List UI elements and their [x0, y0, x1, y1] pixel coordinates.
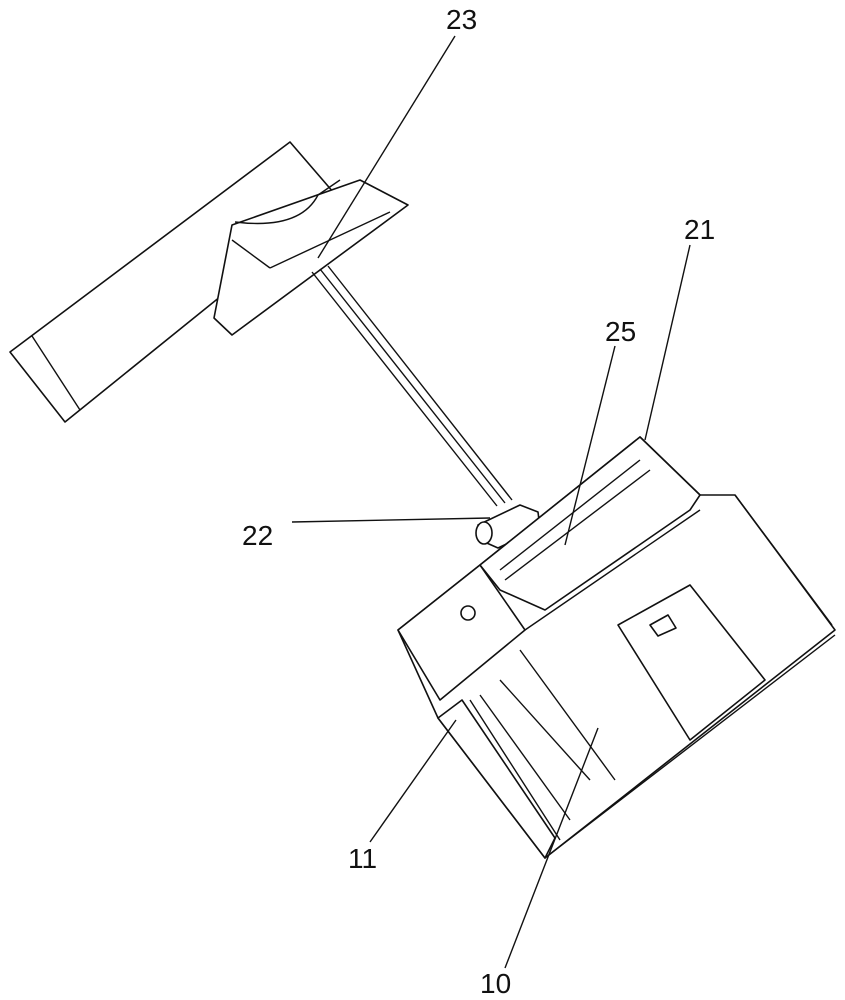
leader-22: [291, 517, 491, 523]
lower-housing: [397, 436, 836, 859]
leader-23: [317, 35, 456, 259]
label-21: 21: [684, 214, 716, 245]
top-panel: [9, 141, 409, 423]
label-22: 22: [242, 520, 274, 551]
label-23: 23: [446, 4, 478, 35]
label-25: 25: [605, 316, 637, 347]
label-10: 10: [480, 968, 512, 999]
leader-11: [369, 719, 457, 843]
label-11: 11: [348, 843, 378, 874]
leader-lines: [291, 35, 691, 969]
rod: [311, 265, 513, 507]
leader-10: [504, 727, 599, 969]
leader-25: [564, 345, 616, 546]
leader-21: [644, 244, 691, 441]
